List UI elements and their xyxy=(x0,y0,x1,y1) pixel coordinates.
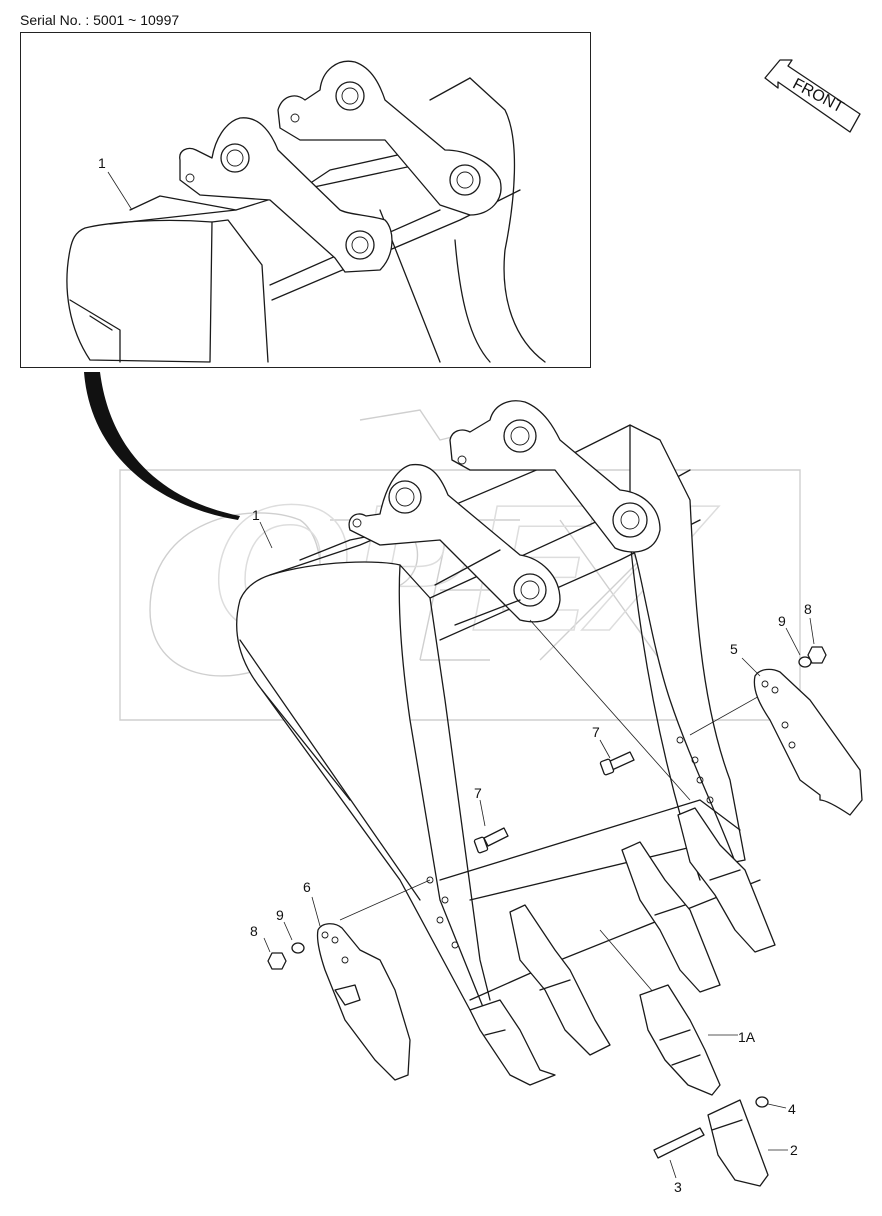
bolt-right-head xyxy=(599,758,615,776)
tooth-adapter xyxy=(639,984,721,1096)
callout-main-1: 1 xyxy=(252,507,260,523)
callout-5: 5 xyxy=(730,641,738,657)
front-arrow: FRONT xyxy=(764,59,861,133)
lock-washer-4 xyxy=(755,1096,769,1108)
inset-bucket-drawing xyxy=(66,60,546,363)
callout-1A: 1A xyxy=(738,1029,756,1045)
washer-left xyxy=(291,942,305,954)
bolt-left-head xyxy=(473,836,489,854)
callout-7-right: 7 xyxy=(592,724,600,740)
callout-inset-1: 1 xyxy=(98,155,106,171)
callout-8-right: 8 xyxy=(804,601,812,617)
tooth-point xyxy=(707,1099,769,1187)
callout-4: 4 xyxy=(788,1101,796,1117)
bolt-left xyxy=(483,827,509,847)
side-cutter-right xyxy=(753,668,863,816)
callout-6: 6 xyxy=(303,879,311,895)
washer-right xyxy=(798,656,812,668)
leader-lines xyxy=(259,521,815,1179)
main-bucket-drawing xyxy=(236,400,771,1013)
tooth-pin xyxy=(653,1127,705,1159)
callout-9-right: 9 xyxy=(778,613,786,629)
bucket-teeth xyxy=(469,807,776,1086)
callout-8-left: 8 xyxy=(250,923,258,939)
callout-7-left: 7 xyxy=(474,785,482,801)
callout-2: 2 xyxy=(790,1142,798,1158)
serial-number-label: Serial No. : 5001 ~ 10997 xyxy=(20,12,180,28)
callout-9-left: 9 xyxy=(276,907,284,923)
callout-3: 3 xyxy=(674,1179,682,1195)
nut-right xyxy=(807,646,827,664)
side-cutter-left xyxy=(316,923,411,1081)
nut-left xyxy=(267,952,287,970)
inset-pointer xyxy=(84,372,240,520)
